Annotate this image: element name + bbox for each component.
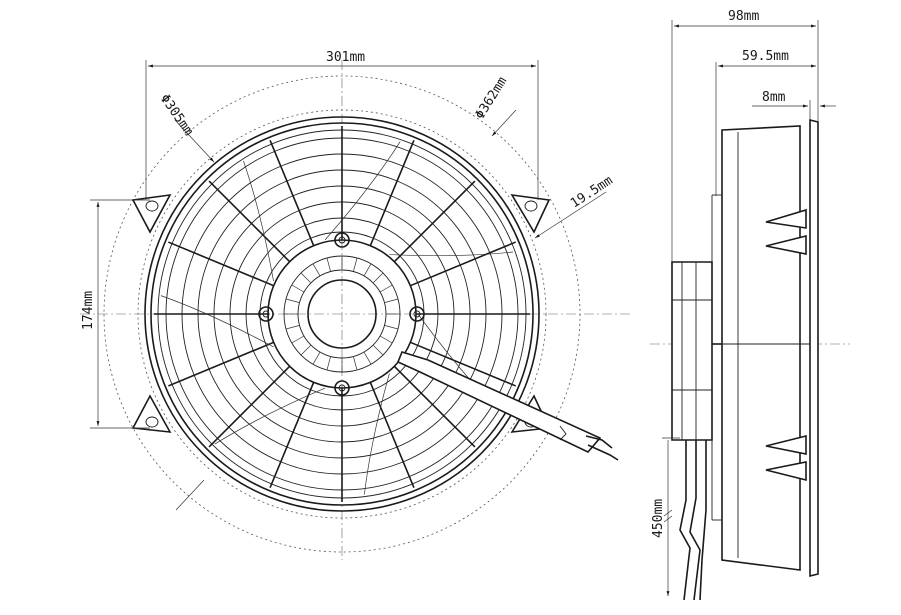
- grille-spoke: [269, 140, 315, 246]
- outer-diameter-362-circle: [103, 75, 581, 553]
- hub-rib: [353, 257, 358, 272]
- grille-spoke: [393, 365, 476, 448]
- hub-rib: [312, 351, 321, 365]
- hub-rib: [384, 325, 399, 330]
- label-450mm: 450mm: [651, 499, 666, 538]
- label-98mm: 98mm: [728, 9, 759, 24]
- fan-blade-edge: [243, 160, 274, 282]
- hub-rib: [285, 325, 300, 330]
- fan-blade-edge: [324, 141, 401, 241]
- side-frame-plate: [799, 118, 819, 578]
- side-shroud-body: [711, 125, 810, 571]
- motor-screws: [258, 232, 425, 396]
- hub-rib: [384, 298, 399, 303]
- label-19-5mm: 19.5mm: [568, 173, 616, 211]
- hub-rib: [312, 263, 321, 277]
- label-8mm: 8mm: [762, 90, 786, 105]
- frame-outer-ring: [144, 116, 540, 512]
- hub-rib: [291, 284, 305, 293]
- hub-rib: [379, 284, 393, 293]
- side-motor: [671, 261, 722, 441]
- grille-spoke: [369, 382, 415, 488]
- grille-spokes: [154, 126, 530, 502]
- fan-blade-edge: [389, 251, 514, 257]
- hub-rib: [300, 344, 312, 356]
- frame-inner-ring: [150, 122, 534, 506]
- fan-blade-edge: [214, 387, 326, 445]
- front-view: 301mm Φ305mm Φ362mm 19.5mm 174mm: [80, 50, 630, 560]
- wire-harness: [396, 351, 619, 461]
- dimension-diameter-362: Φ362mm: [473, 74, 517, 137]
- label-174mm: 174mm: [81, 291, 96, 330]
- dimension-174: 174mm: [81, 199, 150, 429]
- hub-rib: [300, 272, 312, 284]
- hub-rib: [291, 335, 305, 344]
- hub-rib: [326, 257, 331, 272]
- dimension-59-5: 59.5mm: [715, 49, 816, 196]
- dimension-301: 301mm: [145, 50, 539, 200]
- grille-spoke: [168, 341, 274, 387]
- label-diameter-305mm: Φ305mm: [157, 92, 196, 139]
- label-301mm: 301mm: [326, 50, 365, 65]
- dimension-450: 450mm: [651, 437, 680, 596]
- grille-spoke: [410, 341, 516, 387]
- hub-ribs: [284, 256, 400, 372]
- hub-rib: [372, 272, 384, 284]
- grille-spoke: [269, 382, 315, 488]
- hub-rib: [363, 351, 372, 365]
- grille-spoke: [369, 140, 415, 246]
- label-59-5mm: 59.5mm: [742, 49, 789, 64]
- grille-spoke: [208, 180, 291, 263]
- hub-rib: [326, 356, 331, 371]
- hub-rib: [372, 344, 384, 356]
- outer-diameter-305-circle: [137, 109, 547, 519]
- grille-spoke: [208, 365, 291, 448]
- label-diameter-362mm: Φ362mm: [473, 74, 511, 122]
- side-clips: [765, 208, 807, 482]
- hub-rib: [363, 263, 372, 277]
- side-view: 98mm 59.5mm 8mm 450mm: [650, 9, 850, 601]
- side-cable: [679, 440, 707, 601]
- dimension-8: 8mm: [752, 90, 836, 120]
- fan-blade-edge: [160, 295, 274, 348]
- fan-blade-edge: [364, 373, 390, 495]
- hub-rib: [379, 335, 393, 344]
- grille-spoke: [410, 241, 516, 287]
- hub-rib: [353, 356, 358, 371]
- dimension-98: 98mm: [671, 9, 819, 262]
- fan-blades: [160, 141, 514, 495]
- grille-spoke: [393, 180, 476, 263]
- grille-spoke: [168, 241, 274, 287]
- hub-rib: [285, 298, 300, 303]
